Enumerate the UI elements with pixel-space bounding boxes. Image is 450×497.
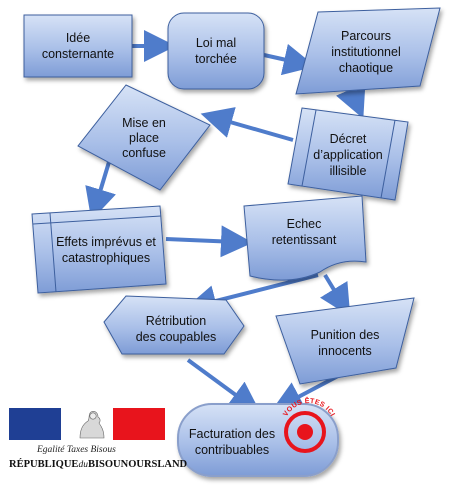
label-punition: Punition des innocents [311,328,380,358]
arrow-retribution-to-facturation [186,358,261,414]
arrow-mise-to-effets [85,161,116,221]
node-punition-shape [275,297,415,385]
node-label-line: contribuables [195,443,269,457]
label-decret: Décret d’application illisible [313,132,383,178]
node-label-line: Parcours [341,29,391,43]
marker-dot [297,424,313,440]
node-label-line: consternante [42,47,114,61]
label-effets: Effets imprévus et catastrophiques [56,235,156,265]
node-label-line: Effets imprévus et [56,235,156,249]
flag-blue-band [9,408,61,440]
logo-motto: Egalité Taxes Bisous [36,445,116,455]
label-facturation: Facturation des contribuables [189,427,275,457]
node-label-line: Rétribution [146,314,206,328]
node-effets-shape [31,205,167,294]
node-labels: Idée consternante Loi mal torchée Parcours… [42,29,401,457]
label-loi: Loi mal torchée [195,36,237,66]
node-label-line: Idée [66,31,90,45]
node-idee-shape [23,14,133,78]
node-label-line: Décret [330,132,367,146]
label-parcours: Parcours institutionnel chaotique [331,29,401,75]
node-parcours-shape [295,7,441,95]
node-label-line: institutionnel [331,45,401,59]
node-facturation-shape [177,403,339,477]
arrow-loi-to-parcours [263,43,316,76]
node-label-line: d’application [313,148,383,162]
logo-title: RÉPUBLIQUEduBISOUNOURSLAND [9,458,188,470]
arrow-decret-to-mise [200,107,294,142]
node-label-line: innocents [318,344,372,358]
node-mise-shape [77,84,211,191]
marker-ring [284,411,326,453]
marianne-emblem [79,411,105,439]
label-retribution: Rétribution des coupables [136,314,217,344]
node-label-line: Punition des [311,328,380,342]
node-label-line: Mise en [122,116,166,130]
node-echec-shape [243,195,367,281]
label-echec: Echec retentissant [272,217,337,247]
node-label-line: confuse [122,146,166,160]
node-label-line: place [129,131,159,145]
arrow-effets-to-echec [165,225,253,258]
node-label-line: Facturation des [189,427,275,441]
node-label-line: illisible [330,164,367,178]
node-retribution-shape [103,295,245,355]
nodes [23,7,441,477]
node-label-line: chaotique [339,61,393,75]
arrows [85,30,366,414]
node-loi-shape [167,12,265,90]
node-label-line: torchée [195,52,237,66]
arrow-echec-to-punition [320,273,351,317]
node-label-line: catastrophiques [62,251,150,265]
republic-logo: Egalité Taxes Bisous RÉPUBLIQUEduBISOUNO… [9,408,188,470]
node-label-line: retentissant [272,233,337,247]
node-decret-shape [287,107,409,201]
arrow-parcours-to-decret [335,82,366,119]
node-label-line: des coupables [136,330,217,344]
label-idee: Idée consternante [42,31,114,61]
node-label-line: Loi mal [196,36,236,50]
flag-red-band [113,408,165,440]
node-label-line: Echec [287,217,322,231]
